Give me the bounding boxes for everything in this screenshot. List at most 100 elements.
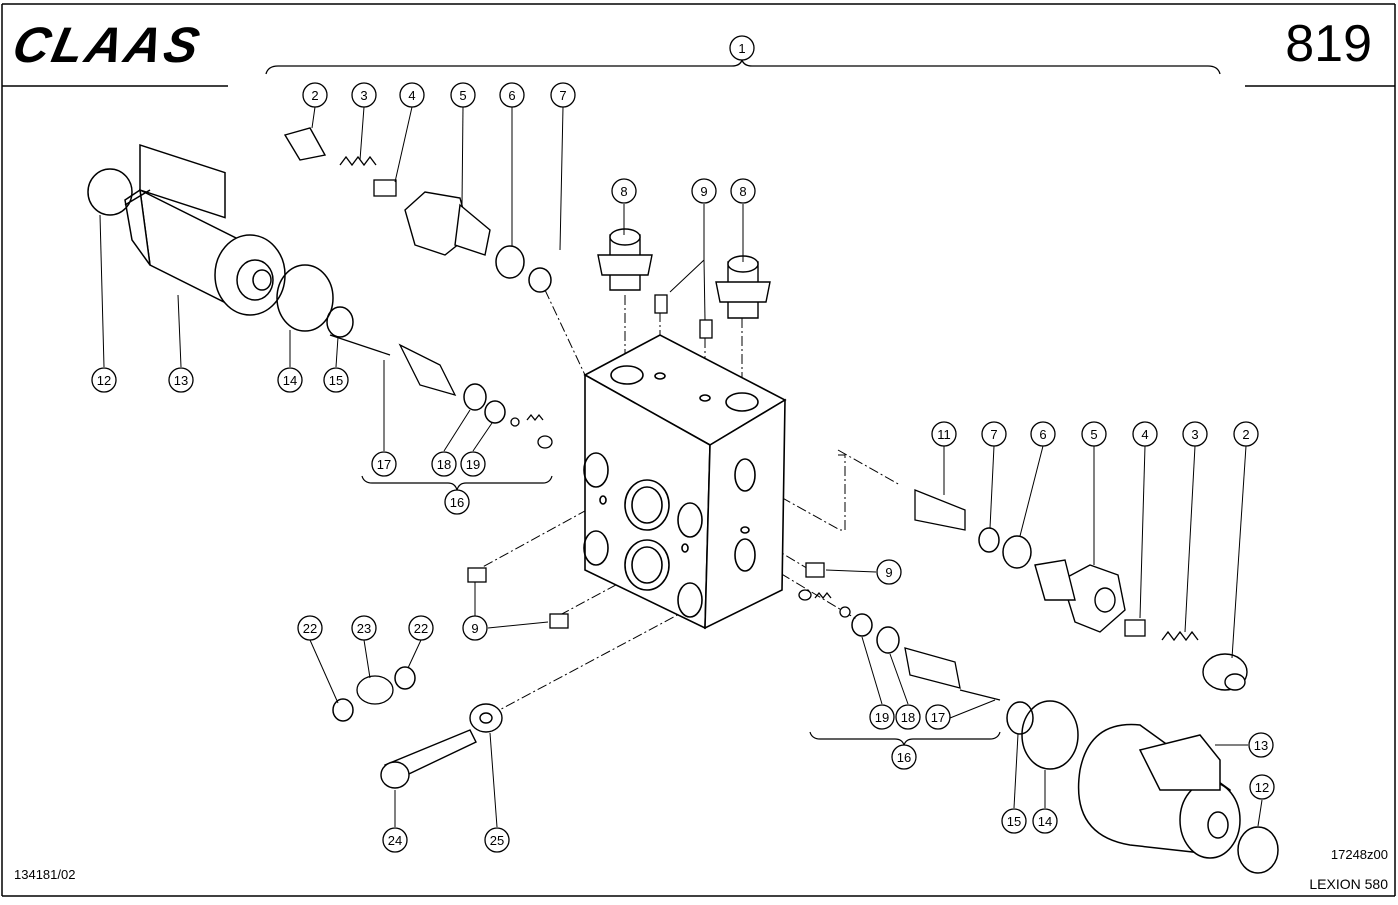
callout-label: 14 <box>1038 814 1052 829</box>
callout-label: 11 <box>937 427 951 442</box>
springs <box>339 155 1199 642</box>
callout-circle <box>371 451 397 477</box>
callout-circle <box>1249 774 1275 800</box>
callout-label: 18 <box>437 457 451 472</box>
callout-circle <box>382 827 408 853</box>
callout-label: 19 <box>875 710 889 725</box>
callout-circle <box>869 704 895 730</box>
callout-label: 4 <box>1141 427 1148 442</box>
valve-block <box>583 334 787 630</box>
callout-circle <box>351 615 377 641</box>
callout-3: 3 <box>1182 421 1208 447</box>
callout-circle <box>931 421 957 447</box>
fittings <box>597 228 771 319</box>
callout-circle <box>297 615 323 641</box>
callout-label: 8 <box>739 184 746 199</box>
callout-circle <box>611 178 637 204</box>
page-number: 819 <box>1285 15 1372 73</box>
callout-leaders <box>99 106 1263 828</box>
callout-22: 22 <box>408 615 434 641</box>
callout-circle <box>925 704 951 730</box>
callout-label: 22 <box>303 621 317 636</box>
callout-19: 19 <box>460 451 486 477</box>
callout-12: 12 <box>1249 774 1275 800</box>
callout-3: 3 <box>351 82 377 108</box>
callout-label: 9 <box>700 184 707 199</box>
callout-circle <box>302 82 328 108</box>
callout-label: 2 <box>311 88 318 103</box>
callout-circle <box>1182 421 1208 447</box>
callout-label: 24 <box>388 833 402 848</box>
callout-circle <box>1030 421 1056 447</box>
callout-25: 25 <box>484 827 510 853</box>
callout-label: 3 <box>360 88 367 103</box>
callout-circle <box>499 82 525 108</box>
callout-7: 7 <box>981 421 1007 447</box>
callout-label: 19 <box>466 457 480 472</box>
callout-label: 5 <box>1090 427 1097 442</box>
callout-14: 14 <box>277 367 303 393</box>
callout-label: 17 <box>377 457 391 472</box>
callout-13: 13 <box>1248 732 1274 758</box>
callout-label: 23 <box>357 621 371 636</box>
callout-17: 17 <box>371 451 397 477</box>
callout-9: 9 <box>876 559 902 585</box>
callout-circle <box>460 451 486 477</box>
callout-label: 2 <box>1242 427 1249 442</box>
callout-circle <box>891 744 917 770</box>
callout-5: 5 <box>1081 421 1107 447</box>
callout-circle <box>981 421 1007 447</box>
callout-circle <box>1248 732 1274 758</box>
small-parts <box>356 179 1146 705</box>
cartridge-valves <box>404 191 1126 633</box>
pilot-valves <box>329 334 1001 701</box>
callout-7: 7 <box>550 82 576 108</box>
callout-label: 4 <box>408 88 415 103</box>
callout-label: 22 <box>414 621 428 636</box>
callout-2: 2 <box>1233 421 1259 447</box>
callout-circle <box>1233 421 1259 447</box>
callout-circle <box>876 559 902 585</box>
callout-label: 7 <box>559 88 566 103</box>
plugs <box>283 127 1248 691</box>
callout-circle <box>431 451 457 477</box>
callout-12: 12 <box>91 367 117 393</box>
callout-15: 15 <box>323 367 349 393</box>
callout-8: 8 <box>611 178 637 204</box>
callout-circle <box>444 489 470 515</box>
callout-14: 14 <box>1032 808 1058 834</box>
callout-circle <box>550 82 576 108</box>
brand-logo: CLAAS <box>8 17 208 73</box>
callout-9: 9 <box>691 178 717 204</box>
callout-2: 2 <box>302 82 328 108</box>
callout-16: 16 <box>891 744 917 770</box>
bolt-and-washer <box>380 703 503 789</box>
callout-label: 16 <box>897 750 911 765</box>
callout-circle <box>730 178 756 204</box>
callout-label: 9 <box>885 565 892 580</box>
callout-circle <box>1001 808 1027 834</box>
callout-label: 16 <box>450 495 464 510</box>
callout-label: 15 <box>329 373 343 388</box>
callout-circle <box>895 704 921 730</box>
o-rings <box>87 168 1279 874</box>
callout-11: 11 <box>931 421 957 447</box>
callout-1: 1 <box>729 35 755 61</box>
callout-19: 19 <box>869 704 895 730</box>
callout-label: 12 <box>1255 780 1269 795</box>
callout-circle <box>462 615 488 641</box>
callout-label: 25 <box>490 833 504 848</box>
callout-label: 15 <box>1007 814 1021 829</box>
callout-24: 24 <box>382 827 408 853</box>
callout-circle <box>484 827 510 853</box>
callout-4: 4 <box>1132 421 1158 447</box>
callout-label: 9 <box>471 621 478 636</box>
callout-label: 7 <box>990 427 997 442</box>
callout-circle <box>323 367 349 393</box>
callout-22: 22 <box>297 615 323 641</box>
callout-label: 13 <box>1254 738 1268 753</box>
callout-label: 8 <box>620 184 627 199</box>
callout-circle <box>91 367 117 393</box>
